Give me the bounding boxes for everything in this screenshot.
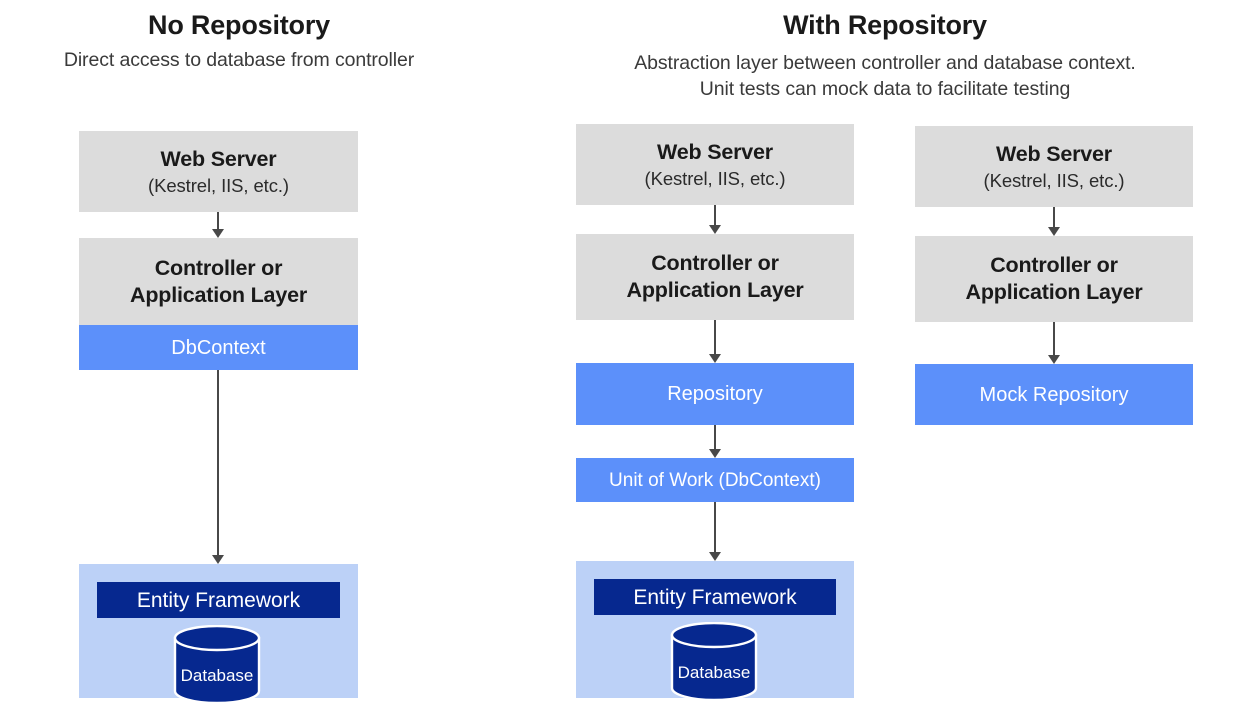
left-arrow-webserver-to-controller (205, 212, 231, 238)
middle-controller-line1: Controller or (651, 251, 779, 275)
middle-web-server-subtitle: (Kestrel, IIS, etc.) (644, 167, 786, 189)
middle-database-cylinder[interactable]: Database (669, 622, 759, 700)
right-web-server-title: Web Server (996, 141, 1112, 166)
right-mock-repository-box[interactable]: Mock Repository (915, 364, 1193, 425)
middle-arrow-repository-to-unitofwork (702, 425, 728, 458)
no-repository-title: No Repository (148, 10, 330, 40)
right-mock-repository-label: Mock Repository (979, 383, 1129, 406)
middle-entity-framework-bar[interactable]: Entity Framework (594, 579, 836, 615)
right-web-server-subtitle: (Kestrel, IIS, etc.) (983, 169, 1125, 191)
middle-web-server-title: Web Server (657, 139, 773, 164)
left-arrow-dbcontext-to-ef (205, 370, 231, 564)
left-entity-framework-label: Entity Framework (136, 588, 301, 612)
right-controller-line2: Application Layer (965, 280, 1143, 304)
middle-entity-framework-container[interactable]: Entity Framework Database (576, 561, 854, 700)
middle-unit-of-work-label: Unit of Work (DbContext) (609, 469, 821, 491)
right-controller-line1: Controller or (990, 253, 1118, 277)
left-controller-line2: Application Layer (130, 282, 307, 307)
no-repository-subtitle: Direct access to database from controlle… (63, 49, 415, 71)
left-controller-line1: Controller or (154, 255, 283, 280)
left-database-cylinder[interactable]: Database (172, 625, 262, 703)
middle-arrow-unitofwork-to-ef (702, 502, 728, 561)
middle-database-label: Database (677, 663, 751, 682)
left-database-label: Database (180, 666, 254, 685)
middle-web-server-box[interactable]: Web Server (Kestrel, IIS, etc.) (576, 124, 854, 205)
middle-repository-label: Repository (667, 383, 763, 405)
left-entity-framework-container[interactable]: Entity Framework Database (79, 564, 358, 703)
left-web-server-title: Web Server (160, 146, 277, 171)
right-arrow-webserver-to-controller (1041, 207, 1067, 236)
left-entity-framework-bar[interactable]: Entity Framework (97, 582, 340, 618)
middle-unit-of-work-box[interactable]: Unit of Work (DbContext) (576, 458, 854, 502)
with-repository-title: With Repository (783, 10, 987, 40)
left-dbcontext-label: DbContext (171, 336, 266, 359)
left-web-server-box[interactable]: Web Server (Kestrel, IIS, etc.) (79, 131, 358, 212)
with-repository-subtitle-line2: Unit tests can mock data to facilitate t… (699, 78, 1071, 100)
with-repository-subtitle-line1: Abstraction layer between controller and… (634, 52, 1136, 74)
middle-arrow-webserver-to-controller (702, 205, 728, 234)
right-controller-box[interactable]: Controller or Application Layer (915, 236, 1193, 322)
middle-controller-box[interactable]: Controller or Application Layer (576, 234, 854, 320)
middle-entity-framework-label: Entity Framework (633, 585, 797, 609)
middle-repository-box[interactable]: Repository (576, 363, 854, 425)
middle-controller-line2: Application Layer (626, 278, 804, 302)
right-web-server-box[interactable]: Web Server (Kestrel, IIS, etc.) (915, 126, 1193, 207)
left-dbcontext-box[interactable]: DbContext (79, 325, 358, 370)
left-controller-box[interactable]: Controller or Application Layer (79, 238, 358, 325)
right-arrow-controller-to-mockrepository (1041, 322, 1067, 364)
left-web-server-subtitle: (Kestrel, IIS, etc.) (148, 174, 289, 196)
middle-arrow-controller-to-repository (702, 320, 728, 363)
